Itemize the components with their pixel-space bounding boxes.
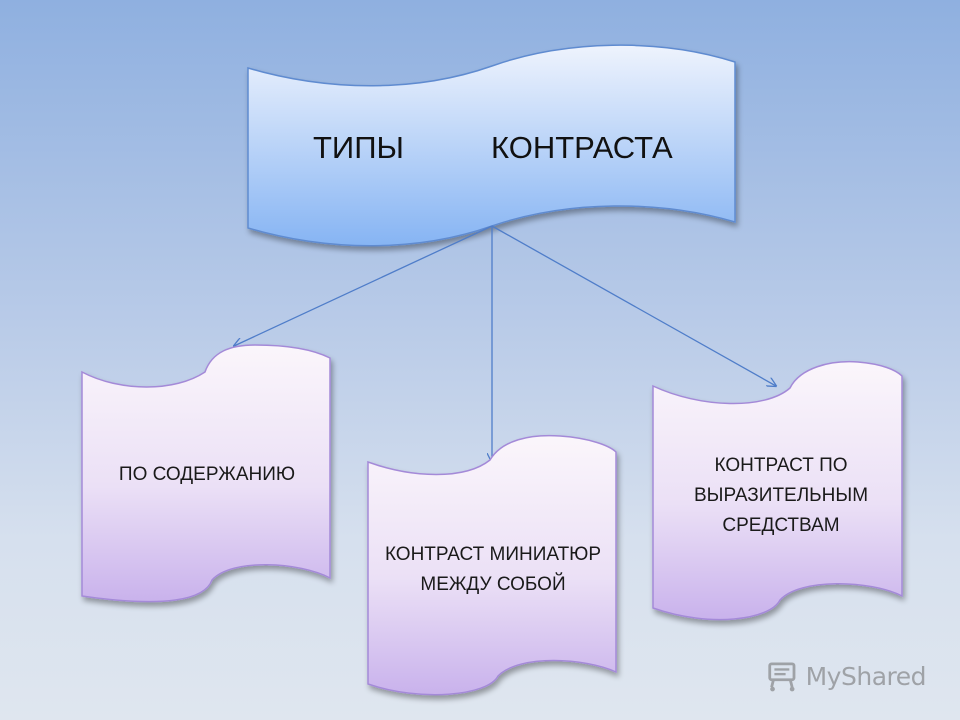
connector-arrows [234, 225, 776, 462]
means-box-shape [652, 360, 903, 621]
myshared-watermark: MyShared [766, 656, 927, 696]
title-word-types: ТИПЫ [313, 130, 404, 165]
presentation-cart-icon [768, 662, 796, 692]
title-word-contrast: КОНТРАСТА [491, 130, 673, 165]
miniatures-box-label: КОНТРАСТ МИНИАТЮР МЕЖДУ СОБОЙ [384, 544, 602, 595]
content-box-label: ПО СОДЕРЖАНИЮ [118, 464, 296, 485]
arrow-to-content-box [234, 225, 493, 346]
watermark-text: MyShared [805, 661, 927, 691]
content-box-shape [81, 344, 331, 603]
title-banner-shape [247, 44, 736, 247]
means-box-label: КОНТРАСТ ПО ВЫРАЗИТЕЛЬНЫМ СРЕДСТВАМ [693, 455, 869, 536]
miniatures-box-shape [367, 434, 617, 696]
arrow-to-means-box [491, 225, 776, 386]
